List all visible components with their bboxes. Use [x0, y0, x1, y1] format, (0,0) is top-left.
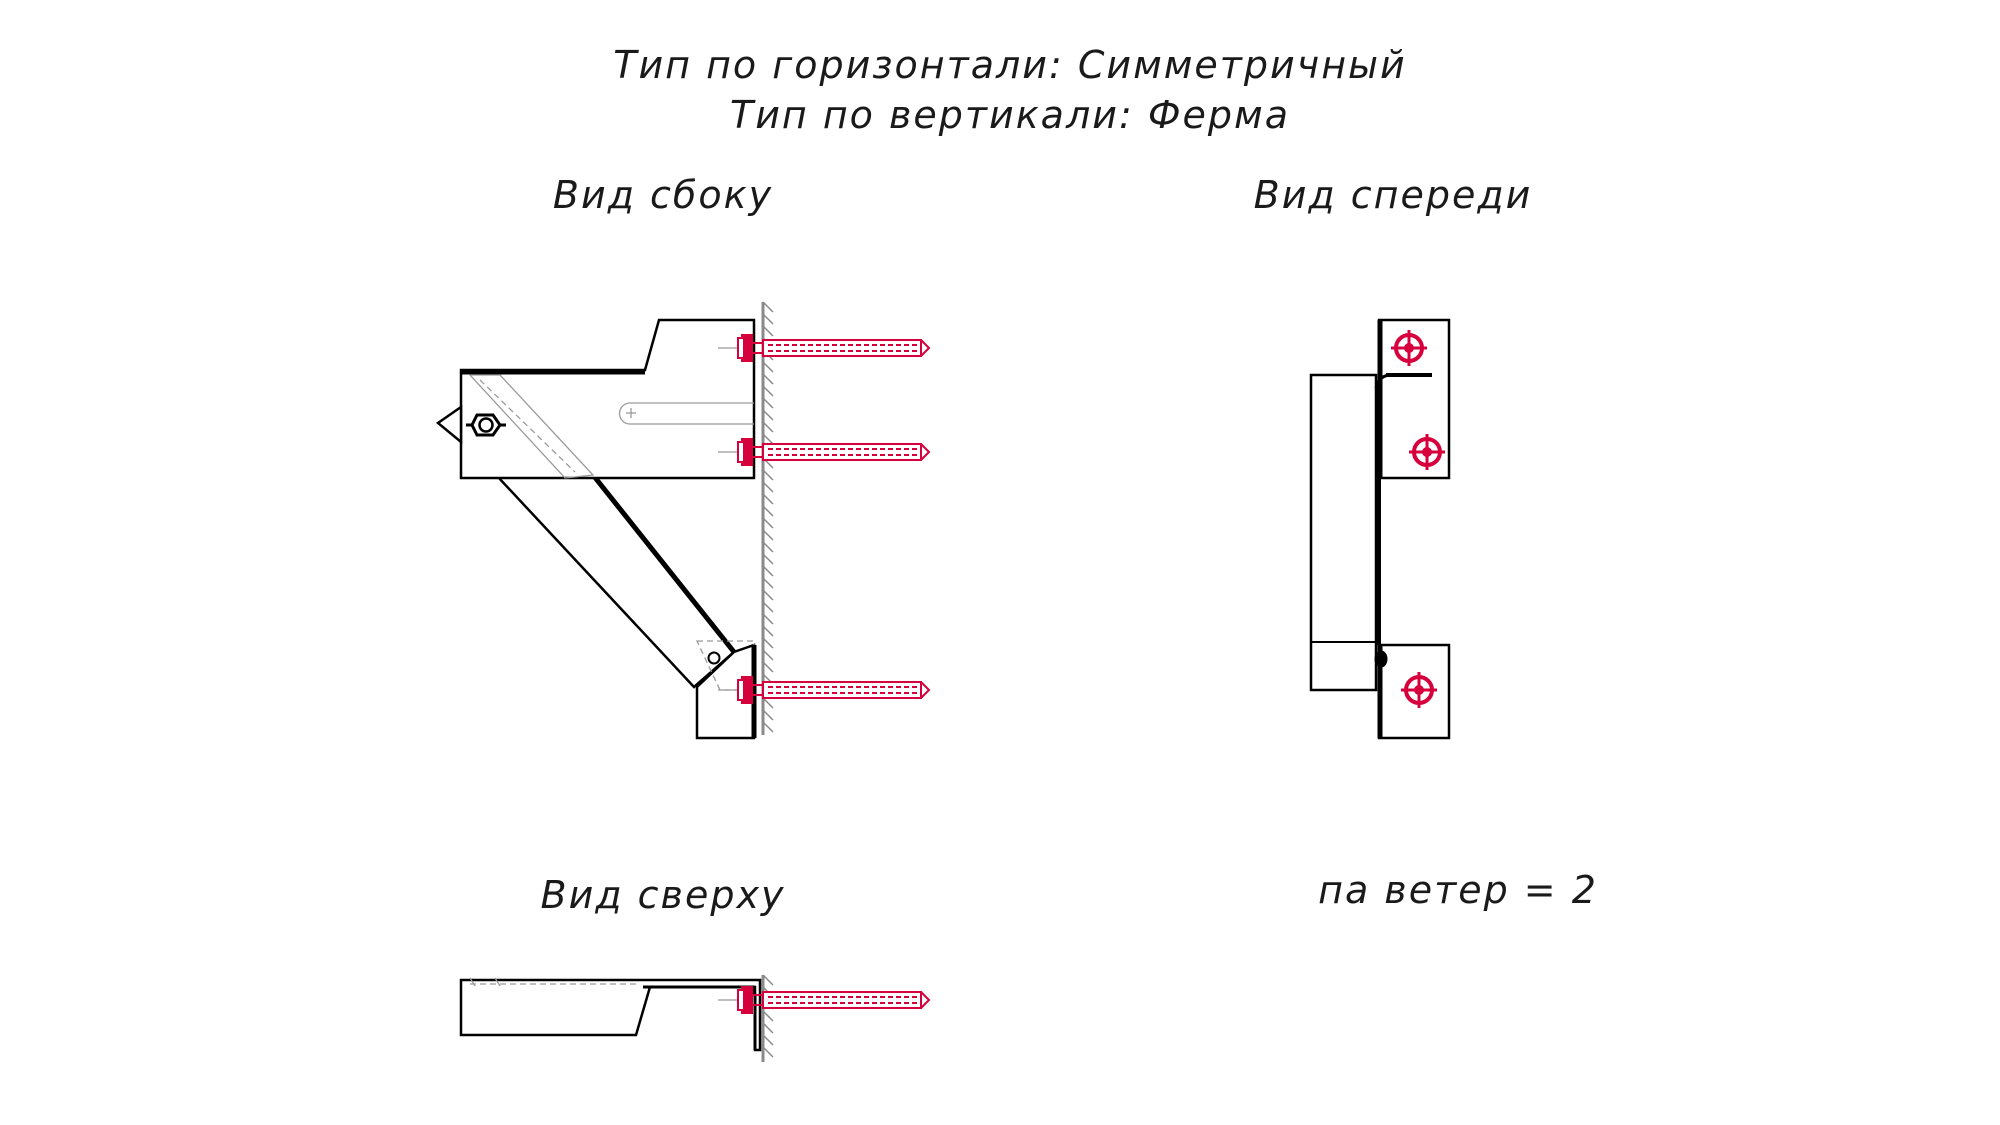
front-anchors — [1391, 330, 1445, 708]
front-anchor-1 — [1391, 330, 1427, 366]
top-view-title: Вид сверху — [541, 873, 786, 917]
side-view-title: Вид сбоку — [553, 173, 773, 217]
front-lower-plate — [1374, 643, 1451, 740]
front-view — [1309, 318, 1451, 740]
top-bracket — [459, 977, 762, 1052]
top-wall — [761, 974, 774, 1062]
front-view-title: Вид спереди — [1254, 173, 1533, 217]
top-anchor — [718, 986, 931, 1014]
anchor-middle — [718, 438, 931, 466]
vertical-type-label: Тип по вертикали: Ферма — [730, 93, 1290, 137]
diagonal-strut — [466, 444, 736, 689]
lower-bracket — [695, 640, 757, 740]
front-profile — [1309, 373, 1378, 692]
hex-nut — [466, 413, 506, 437]
top-view — [459, 974, 931, 1062]
wind-load-note: па ветер = 2 — [1318, 868, 1598, 912]
anchor-bottom — [718, 676, 931, 704]
anchor-top — [718, 334, 931, 362]
side-wall — [761, 301, 774, 735]
upper-bracket — [435, 318, 756, 480]
front-anchor-2 — [1409, 434, 1445, 470]
front-anchor-3 — [1401, 672, 1437, 708]
side-view — [435, 301, 931, 740]
side-anchors — [718, 334, 931, 704]
horizontal-type-label: Тип по горизонтали: Симметричный — [613, 43, 1407, 87]
